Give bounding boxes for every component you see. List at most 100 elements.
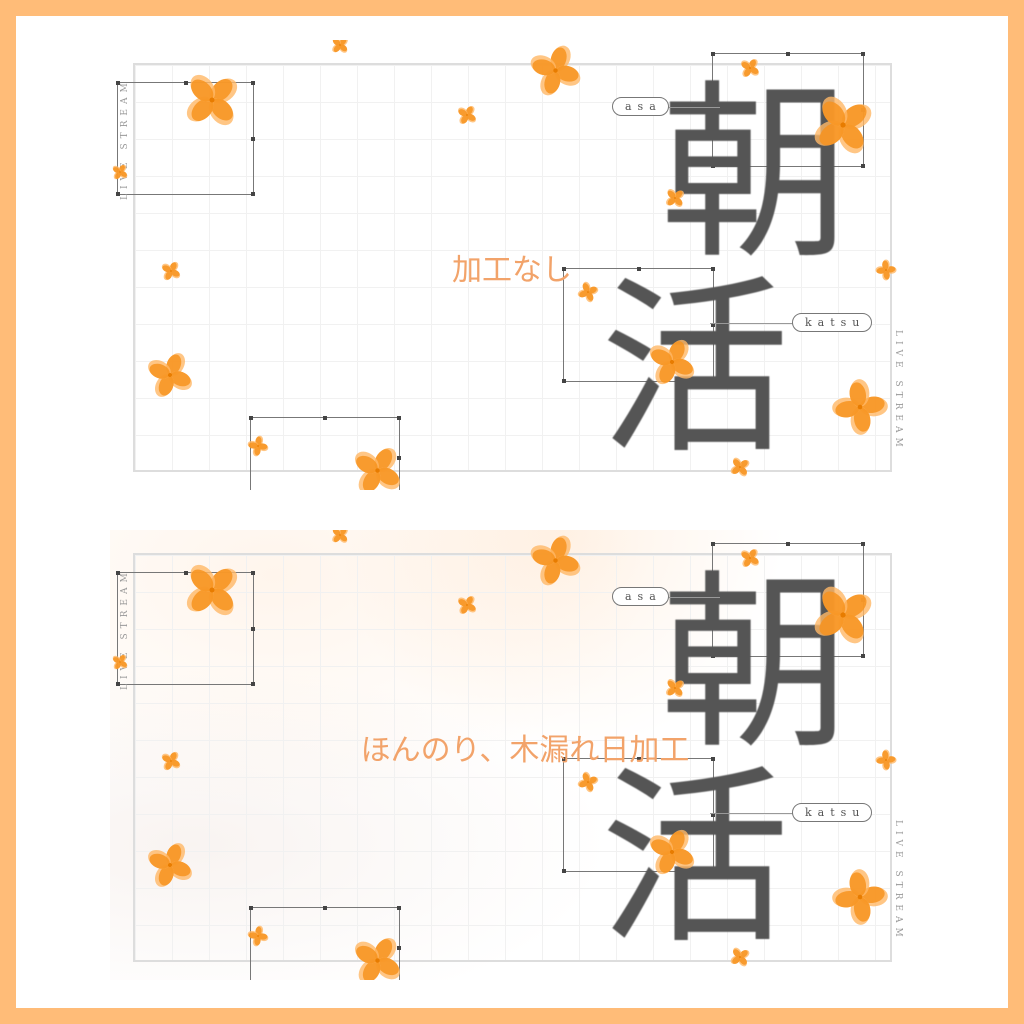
guide-bracket <box>562 267 715 383</box>
guide-handle <box>562 757 566 761</box>
guide-handle <box>251 136 255 141</box>
reading-asa-pill: asa <box>612 587 669 606</box>
flower-icon <box>458 106 476 124</box>
guide-handle <box>183 81 188 85</box>
flower-icon <box>741 59 759 77</box>
guide-handle <box>861 654 865 658</box>
guide-handle <box>711 164 715 168</box>
guide-handle <box>562 869 566 873</box>
guide-handle <box>323 416 327 420</box>
flower-icon <box>649 339 695 385</box>
flower-icon <box>354 937 400 980</box>
guide-handle <box>397 906 401 910</box>
side-text-right: LIVE STREAM <box>893 820 903 942</box>
guide-handle <box>116 682 120 686</box>
flower-icon <box>666 679 684 697</box>
guide-handle <box>251 626 255 631</box>
flower-icon <box>186 74 238 126</box>
pill-line <box>710 813 795 814</box>
guide-handle <box>562 379 566 383</box>
side-text-right: LIVE STREAM <box>893 330 903 452</box>
flower-icon <box>832 379 888 435</box>
guide-handle <box>711 52 715 56</box>
guide-handle <box>711 869 715 873</box>
guide-handle <box>711 654 715 658</box>
flower-icon <box>530 535 580 585</box>
reading-katsu-pill: katsu <box>792 313 873 332</box>
flower-icon <box>577 771 599 793</box>
guide-handle <box>711 323 715 327</box>
flower-icon <box>148 843 192 887</box>
flower-icon <box>112 654 128 670</box>
guide-handle <box>116 81 120 85</box>
grid-frame <box>133 63 892 472</box>
flower-icon <box>814 96 872 154</box>
guide-handle <box>861 542 865 546</box>
guide-handle <box>711 757 715 761</box>
flower-icon <box>148 353 192 397</box>
flower-icon <box>875 749 897 771</box>
guide-handle <box>251 571 255 575</box>
flower-icon <box>112 164 128 180</box>
grid-frame <box>133 553 892 962</box>
guide-bracket <box>116 571 255 686</box>
guide-handle <box>711 267 715 271</box>
guide-handle <box>786 52 790 56</box>
guide-bracket <box>249 906 401 980</box>
pill-line <box>710 323 795 324</box>
pill-line <box>660 597 720 598</box>
pill-line <box>660 107 720 108</box>
guide-handle <box>397 946 401 950</box>
reading-asa-pill: asa <box>612 97 669 116</box>
guide-handle <box>251 192 255 196</box>
flower-icon <box>577 281 599 303</box>
guide-bracket <box>562 757 715 873</box>
kanji-katsu: 活 <box>600 259 791 480</box>
effect-label: ほんのり、木漏れ日加工 <box>360 733 690 768</box>
flower-icon <box>666 189 684 207</box>
guide-bracket <box>116 81 255 196</box>
guide-handle <box>861 52 865 56</box>
flower-icon <box>247 435 269 457</box>
guide-handle <box>711 379 715 383</box>
guide-handle <box>711 813 715 817</box>
guide-handle <box>636 267 641 271</box>
flower-icon <box>161 751 181 771</box>
guide-handle <box>249 416 253 420</box>
flower-icon <box>458 596 476 614</box>
reading-katsu-pill: katsu <box>792 803 873 822</box>
kanji-asa: 朝 <box>660 554 851 775</box>
guide-handle <box>116 571 120 575</box>
guide-handle <box>397 456 401 460</box>
flower-icon <box>354 447 400 490</box>
guide-handle <box>323 906 327 910</box>
effect-label: 加工なし <box>452 253 572 288</box>
flower-icon <box>161 261 181 281</box>
flower-icon <box>814 586 872 644</box>
flower-icon <box>530 45 580 95</box>
flower-icon <box>730 947 750 967</box>
flower-icon <box>332 530 348 543</box>
kanji-asa: 朝 <box>660 64 851 285</box>
flower-icon <box>247 925 269 947</box>
guide-handle <box>562 267 566 271</box>
flower-icon <box>730 457 750 477</box>
guide-handle <box>249 906 253 910</box>
guide-handle <box>636 757 641 761</box>
guide-handle <box>183 571 188 575</box>
flower-icon <box>875 259 897 281</box>
flower-icon <box>832 869 888 925</box>
flower-icon <box>186 564 238 616</box>
guide-bracket <box>249 416 401 490</box>
guide-handle <box>251 682 255 686</box>
flower-icon <box>332 40 348 53</box>
kanji-katsu: 活 <box>600 749 791 970</box>
guide-handle <box>116 192 120 196</box>
guide-handle <box>251 81 255 85</box>
guide-handle <box>786 542 790 546</box>
flower-icon <box>649 829 695 875</box>
guide-handle <box>711 542 715 546</box>
guide-handle <box>397 416 401 420</box>
